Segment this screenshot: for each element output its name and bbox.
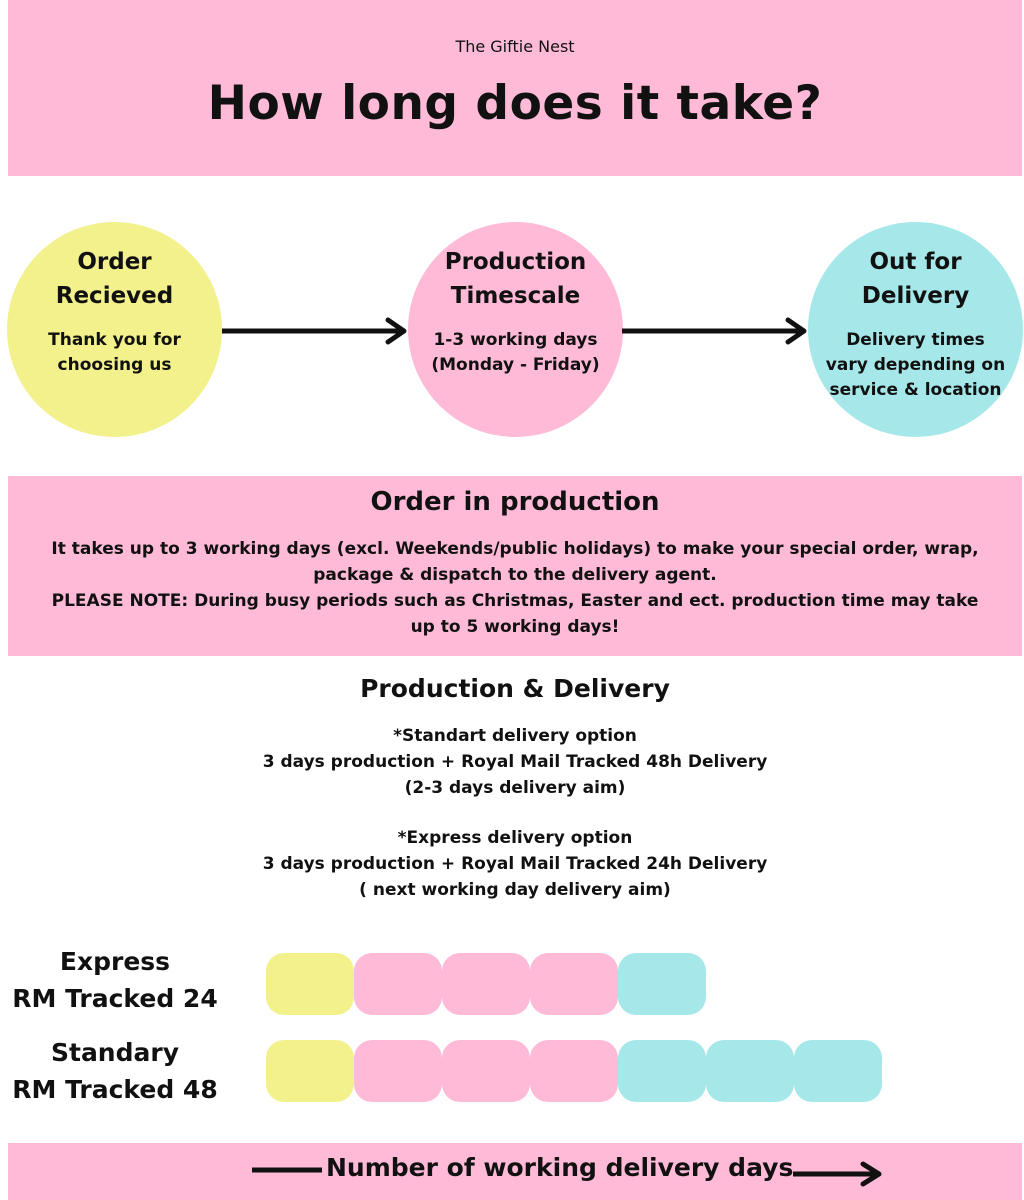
timeline-day-production: [530, 1040, 618, 1102]
timeline-label-line: RM Tracked 48: [12, 1075, 218, 1104]
standard-delivery-option: *Standart delivery option 3 days product…: [0, 723, 1024, 801]
step-title: Production Timescale: [408, 245, 623, 313]
timeline-day-production: [354, 953, 442, 1015]
production-description: It takes up to 3 working days (excl. Wee…: [38, 536, 992, 640]
step-title: Order Recieved: [7, 245, 222, 313]
footer-line-icon: [252, 1167, 322, 1173]
step-title: Out for Delivery: [808, 245, 1023, 313]
timeline-day-delivery: [794, 1040, 882, 1102]
step-title-line: Delivery: [861, 283, 970, 309]
production-notice-band: Order in production It takes up to 3 wor…: [8, 476, 1022, 656]
step-description: Delivery times vary depending on service…: [822, 328, 1009, 403]
step-text-line: Thank you for: [48, 330, 181, 350]
timeline-day-delivery: [706, 1040, 794, 1102]
step-title-line: Production: [444, 249, 587, 275]
header-band: The Giftie Nest How long does it take?: [8, 0, 1022, 176]
step-text-line: 1-3 working days: [433, 330, 598, 350]
footer-label: Number of working delivery days: [326, 1153, 794, 1182]
option-line: 3 days production + Royal Mail Tracked 2…: [262, 854, 768, 874]
brand-name: The Giftie Nest: [455, 37, 575, 56]
timeline-day-delivery: [618, 953, 706, 1015]
step-text-line: service & location: [829, 380, 1002, 400]
production-title: Order in production: [370, 487, 660, 517]
production-line: package & dispatch to the delivery agent…: [313, 565, 717, 585]
timeline-day-production: [530, 953, 618, 1015]
production-line: It takes up to 3 working days (excl. Wee…: [51, 539, 979, 559]
step-description: Thank you for choosing us: [21, 328, 208, 378]
step-order-received: Order Recieved Thank you for choosing us: [7, 222, 222, 437]
timeline-day-order: [266, 953, 354, 1015]
step-title-line: Order: [77, 249, 152, 275]
step-text-line: (Monday - Friday): [431, 355, 600, 375]
step-title-line: Out for: [869, 249, 962, 275]
timeline-day-order: [266, 1040, 354, 1102]
production-line: up to 5 working days!: [410, 617, 620, 637]
timeline-label-express: Express RM Tracked 24: [0, 943, 230, 1017]
timeline-label-standard: Standary RM Tracked 48: [0, 1034, 230, 1108]
timeline-day-production: [442, 953, 530, 1015]
timeline-day-production: [442, 1040, 530, 1102]
option-line: (2-3 days delivery aim): [404, 778, 626, 798]
step-production-timescale: Production Timescale 1-3 working days (M…: [408, 222, 623, 437]
step-title-line: Timescale: [450, 283, 581, 309]
step-description: 1-3 working days (Monday - Friday): [422, 328, 609, 378]
step-title-line: Recieved: [55, 283, 174, 309]
page-title: How long does it take?: [207, 76, 823, 131]
step-out-for-delivery: Out for Delivery Delivery times vary dep…: [808, 222, 1023, 437]
option-line: *Standart delivery option: [393, 726, 637, 746]
option-line: 3 days production + Royal Mail Tracked 4…: [262, 752, 768, 772]
production-line: PLEASE NOTE: During busy periods such as…: [51, 591, 979, 611]
option-line: *Express delivery option: [397, 828, 633, 848]
timeline-label-line: Express: [59, 947, 171, 976]
step-text-line: vary depending on: [825, 355, 1006, 375]
footer-arrow-icon: [793, 1161, 882, 1187]
flow-arrow-icon: [622, 317, 807, 345]
timeline-day-delivery: [618, 1040, 706, 1102]
step-text-line: Delivery times: [846, 330, 985, 350]
express-delivery-option: *Express delivery option 3 days producti…: [0, 825, 1024, 903]
flow-arrow-icon: [222, 317, 407, 345]
delivery-section-title: Production & Delivery: [360, 674, 670, 703]
timeline-label-line: RM Tracked 24: [12, 984, 218, 1013]
step-text-line: choosing us: [57, 355, 172, 375]
option-line: ( next working day delivery aim): [359, 880, 671, 900]
timeline-day-production: [354, 1040, 442, 1102]
timeline-label-line: Standary: [50, 1038, 179, 1067]
